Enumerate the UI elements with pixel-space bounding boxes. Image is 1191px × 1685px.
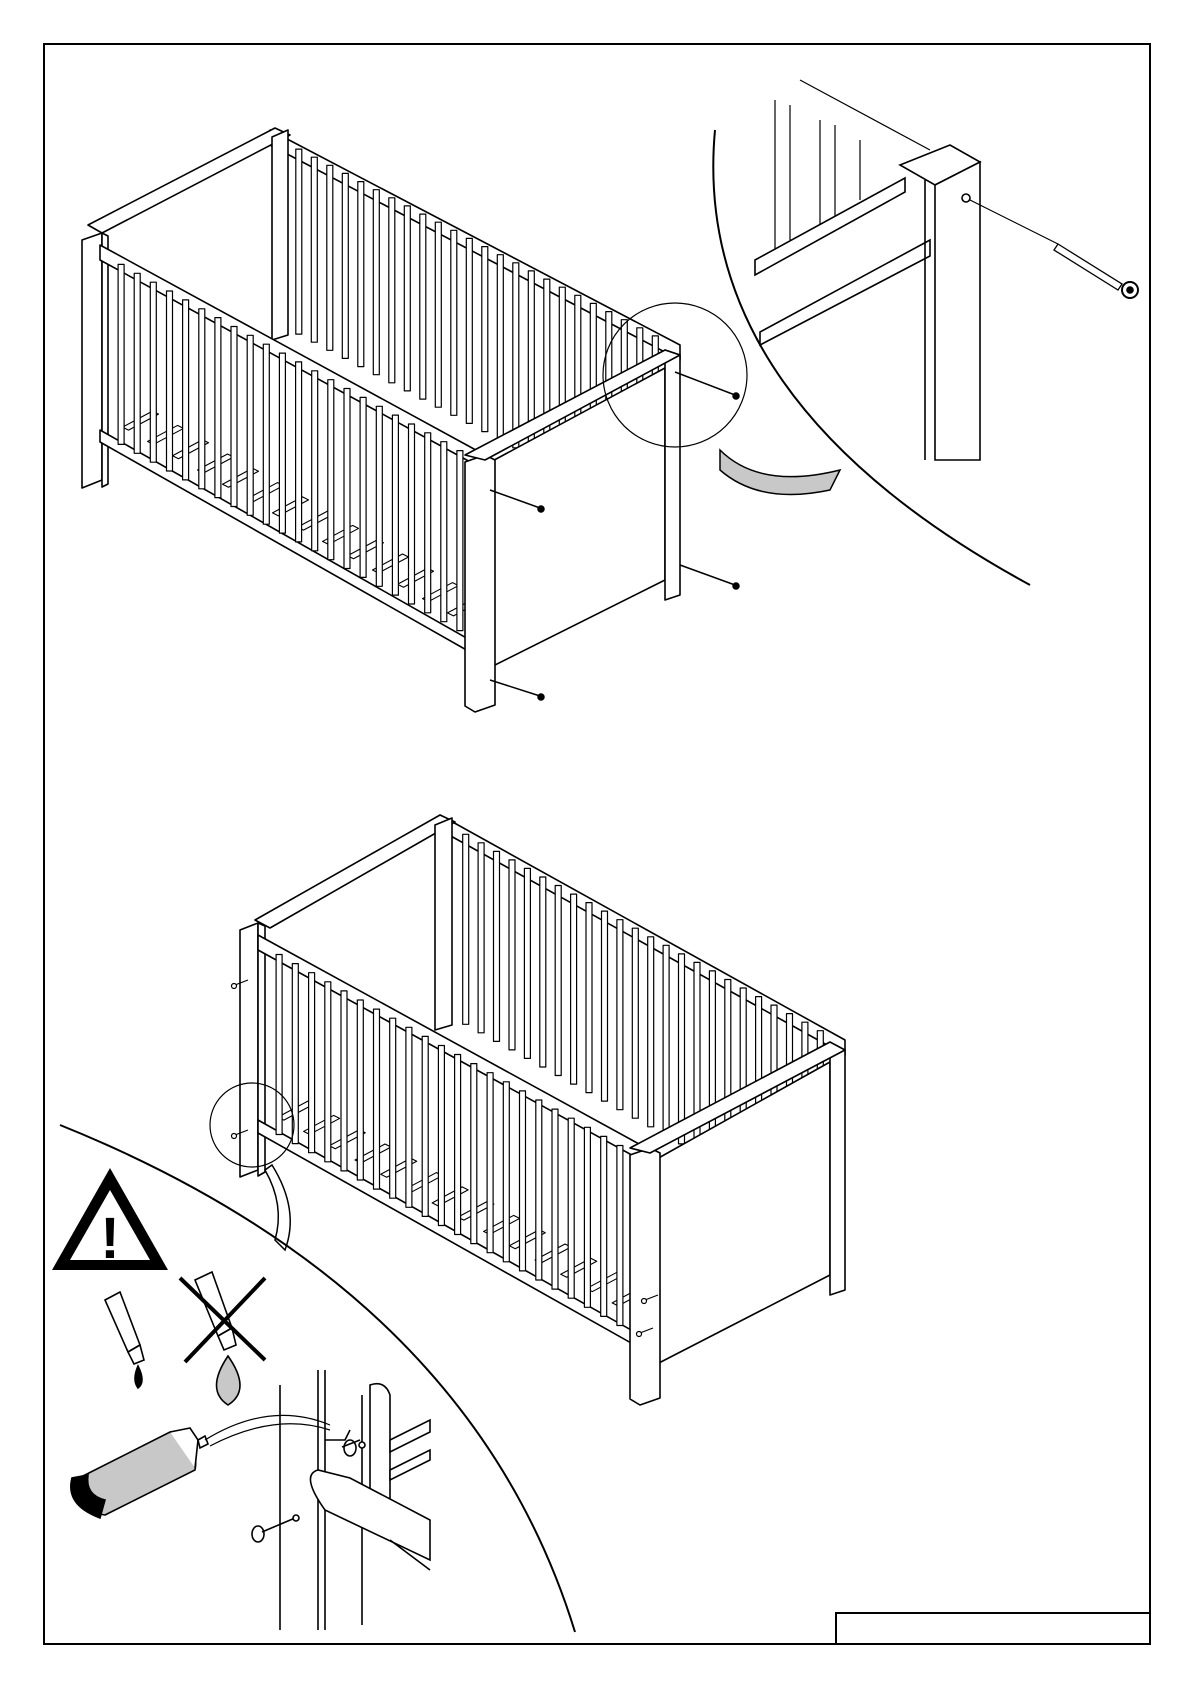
detail-arrow-top <box>720 450 840 495</box>
front-slat <box>422 1036 428 1216</box>
front-slat <box>552 1109 558 1289</box>
back-slat <box>509 860 515 1050</box>
front-slat <box>344 389 350 569</box>
back-slat <box>571 894 577 1084</box>
back-slat <box>524 868 530 1058</box>
back-slat <box>632 928 638 1118</box>
front-slat <box>263 344 269 524</box>
front-slat <box>457 451 463 631</box>
no-liquid-glue-icon <box>180 1272 265 1405</box>
glue-tube-icon <box>71 1415 330 1518</box>
front-slat <box>374 1009 380 1189</box>
crib-illustration-bottom <box>240 815 845 1405</box>
back-slat <box>617 920 623 1110</box>
front-slat <box>376 406 382 586</box>
back-slat <box>373 190 379 375</box>
front-slat <box>425 433 431 613</box>
front-slat <box>276 955 282 1135</box>
back-slat <box>420 214 426 399</box>
front-slat <box>312 371 318 551</box>
front-slat <box>231 327 237 507</box>
front-slat <box>617 1146 623 1326</box>
back-slat <box>389 198 395 383</box>
warning-triangle-icon: ! <box>52 1168 168 1271</box>
front-slat <box>118 264 124 444</box>
warning-symbol: ! <box>100 1206 119 1271</box>
base-slat <box>432 1187 468 1206</box>
back-slat <box>540 877 546 1067</box>
crib-illustration-top <box>82 128 680 712</box>
back-slat <box>311 157 317 342</box>
footer-box <box>836 1613 1150 1644</box>
front-slat <box>341 991 347 1171</box>
front-slat <box>471 1064 477 1244</box>
glue-drop-icon <box>105 1292 144 1388</box>
back-slat <box>497 255 503 440</box>
front-slat <box>455 1055 461 1235</box>
front-slat <box>584 1127 590 1307</box>
front-slat <box>392 415 398 595</box>
front-slat <box>167 291 173 471</box>
back-slat <box>494 851 500 1041</box>
front-slat <box>357 1000 363 1180</box>
front-slat <box>406 1027 412 1207</box>
back-slat <box>327 165 333 350</box>
front-slat <box>247 335 253 515</box>
back-slat <box>478 843 484 1033</box>
base-slat <box>273 497 309 516</box>
front-slat <box>438 1046 444 1226</box>
back-slat <box>586 903 592 1093</box>
bolt-detail-closeup <box>713 80 1138 585</box>
back-slat <box>435 222 441 407</box>
front-slat <box>520 1091 526 1271</box>
back-slat <box>463 834 469 1024</box>
front-slat <box>601 1136 607 1316</box>
front-slat <box>441 442 447 622</box>
front-slat <box>328 380 334 560</box>
front-slat <box>134 273 140 453</box>
back-slat <box>451 230 457 415</box>
front-slat <box>390 1018 396 1198</box>
front-slat <box>279 353 285 533</box>
back-slat <box>482 247 488 432</box>
front-slat <box>503 1082 509 1262</box>
dowel-detail-closeup <box>252 1370 430 1630</box>
back-slat <box>513 263 519 448</box>
back-slat <box>404 206 410 391</box>
detail-arrow-bottom <box>265 1165 290 1250</box>
front-slat <box>487 1073 493 1253</box>
front-slat <box>296 362 302 542</box>
front-slat <box>215 318 221 498</box>
back-slat <box>555 886 561 1076</box>
back-slat <box>296 149 302 334</box>
front-slat <box>183 300 189 480</box>
back-slat <box>663 945 669 1135</box>
page-border <box>44 44 1150 1644</box>
front-slat <box>199 309 205 489</box>
back-slat <box>342 173 348 358</box>
front-slat <box>409 424 415 604</box>
back-slat <box>679 954 685 1144</box>
back-slat <box>602 911 608 1101</box>
back-slat <box>358 182 364 367</box>
front-slat <box>325 982 331 1162</box>
front-slat <box>360 397 366 577</box>
front-slat <box>568 1118 574 1298</box>
front-slat <box>309 973 315 1153</box>
base-slat <box>561 1258 597 1277</box>
back-slat <box>648 937 654 1127</box>
front-slat <box>150 282 156 462</box>
back-slat <box>466 238 472 423</box>
front-slat <box>536 1100 542 1280</box>
